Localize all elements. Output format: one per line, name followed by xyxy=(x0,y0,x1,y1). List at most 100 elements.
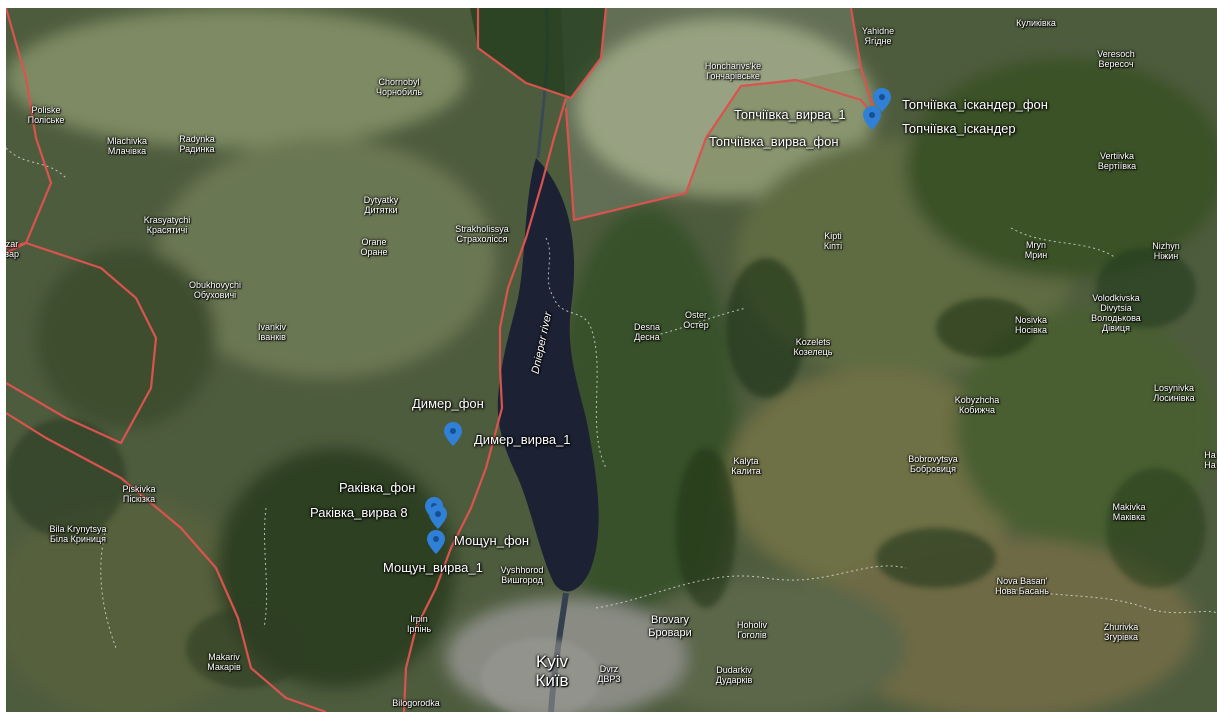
place-name-en: Kozelets xyxy=(795,337,831,347)
place-name-en: Bobrovytsya xyxy=(908,454,958,464)
marker-label-topchiivka-iskander: Топчiївка_іскандер xyxy=(902,121,1016,136)
place-name-ua: Нова Басань xyxy=(995,586,1049,596)
marker-pin-rakivka-2[interactable] xyxy=(429,505,447,529)
place-name-ua: Вишгород xyxy=(501,575,543,585)
marker-pin-dymer[interactable] xyxy=(444,422,462,446)
place-name-en: Makariv xyxy=(208,652,240,662)
place-name-en: Dudarkiv xyxy=(716,665,752,675)
place-name-ua: Кіпті xyxy=(823,241,843,251)
place-name-en: Vertiivka xyxy=(1099,151,1134,161)
place-name-ua: Згурівка xyxy=(1103,632,1139,642)
place-name-ua: Радинка xyxy=(179,144,215,154)
place-name-ua: Дударків xyxy=(715,675,753,685)
place-name-ua: Ірпінь xyxy=(406,624,432,634)
place-name-ua: Оране xyxy=(360,247,388,257)
place-name-en: Kipti xyxy=(824,231,842,241)
marker-label-topchiivka-iskander-fon: Топчiївка_іскандер_фон xyxy=(902,97,1048,112)
place-name-ua: Вересоч xyxy=(1098,59,1134,69)
place-name-en: zar xyxy=(6,239,19,249)
place-name-en: Orane xyxy=(361,237,387,247)
place-name-en: Radynka xyxy=(179,134,215,144)
marker-pin-moshchun[interactable] xyxy=(427,530,445,554)
place-name-en: Obukhovychi xyxy=(188,280,242,290)
place-name-en: Nosivka xyxy=(1014,315,1048,325)
place-name-en: Yahidne xyxy=(861,26,895,36)
place-name-en: Ivankiv xyxy=(257,322,287,332)
oblast-borders xyxy=(6,8,878,712)
marker-pin-topchiivka-2[interactable] xyxy=(863,106,881,130)
place-name-en: Nizhyn xyxy=(1152,241,1180,251)
place-name-en: Brovary xyxy=(651,614,689,626)
place-name-en: Dvrz xyxy=(599,664,619,674)
place-name-en: Nova Basan' xyxy=(996,576,1048,586)
marker-label-moshchun-vyrva-1: Мощун_вирва_1 xyxy=(383,560,483,575)
marker-label-topchiivka-vyrva-1: Топчiївка_вирва_1 xyxy=(734,107,846,122)
marker-pin-topchiivka-1[interactable] xyxy=(873,88,891,112)
place-name-ua: Вертіївка xyxy=(1097,161,1137,171)
place-name-en: Irpin xyxy=(410,614,428,624)
place-name-ua: Ягідне xyxy=(864,36,892,46)
place-label-kulykivka: Куликівка xyxy=(1016,18,1056,28)
place-name-ua: Поліське xyxy=(27,115,65,125)
place-name-en: Ha xyxy=(1204,450,1216,460)
place-name-en: Kyiv xyxy=(535,652,569,671)
place-name-en: Makivka xyxy=(1112,502,1146,512)
place-name-ua: Остер xyxy=(683,320,709,330)
place-name-en: Kobyzhcha xyxy=(954,395,1000,405)
place-name-ua: Біла Криниця xyxy=(50,534,106,544)
kyiv-urban-area xyxy=(481,638,601,712)
place-name-ua: Млачівка xyxy=(107,146,147,156)
place-name-ua: Куликівка xyxy=(1016,18,1056,28)
place-name-ua: Бобровиця xyxy=(910,464,956,474)
place-name-en: Chornobyl xyxy=(378,77,420,87)
kyiv-reservoir xyxy=(497,158,599,592)
place-name-ua: Красятичі xyxy=(146,225,188,235)
map-layers xyxy=(6,8,1217,712)
place-name-en: Piskivka xyxy=(122,484,156,494)
marker-label-rakivka-vyrva-8: Ракiвка_вирва 8 xyxy=(310,505,408,520)
place-name-ua: ДВРЗ xyxy=(597,674,621,684)
place-name-ua: Калита xyxy=(731,466,761,476)
place-name-ua: Іванків xyxy=(258,332,286,342)
place-name-ua: Обуховичі xyxy=(193,290,237,300)
map-label-rakivka-fon: Ракiвка_фон xyxy=(339,480,416,495)
place-name-en: Losynivka xyxy=(1153,383,1195,393)
place-name-ua: Піскізка xyxy=(122,494,156,504)
place-name-ua: Маківка xyxy=(1112,512,1146,522)
place-name-ua: Десна xyxy=(634,332,660,342)
place-name-ua: Гончарівське xyxy=(706,71,760,81)
place-name-ua: Ніжин xyxy=(1153,251,1179,261)
place-name-ua: Дитятки xyxy=(364,205,398,215)
map-label-moshchun-fon: Мощун_фон xyxy=(454,533,530,548)
place-name-ua: Кобижча xyxy=(958,405,996,415)
place-name-ua: Макарів xyxy=(207,662,241,672)
place-name-ua: Страхолісся xyxy=(456,234,508,244)
place-name-en: Honcharivs'ke xyxy=(704,61,762,71)
